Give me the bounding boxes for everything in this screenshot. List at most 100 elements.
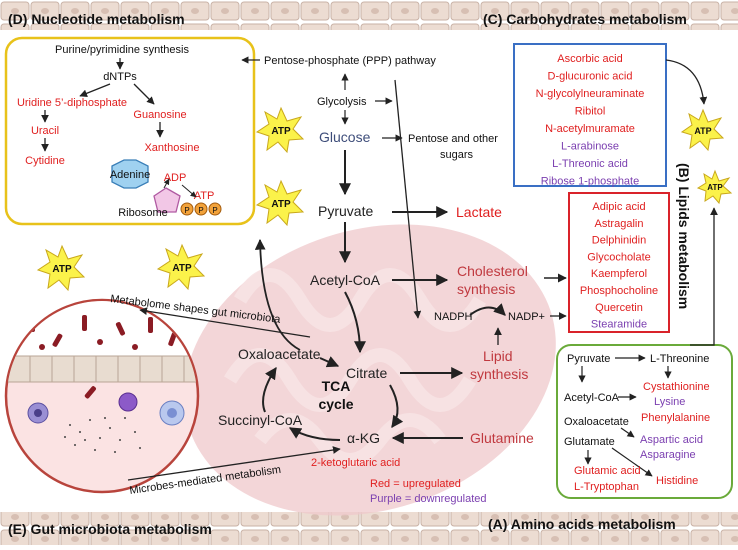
ribosome-label: Ribosome (118, 207, 168, 219)
phosphate-3-icon (208, 202, 222, 216)
panel-title-gut-microbiota: (E) Gut microbiota metabolism (8, 521, 212, 537)
lipids-item: Astragalin (595, 218, 644, 230)
glutamic-label: Glutamic acid (574, 465, 641, 477)
lipids-item: Adipic acid (592, 201, 645, 213)
top-cell-strip (0, 0, 738, 30)
ketoglutaric-label: 2-ketoglutaric acid (311, 457, 400, 469)
panel-title-carbohydrates: (C) Carbohydrates metabolism (483, 11, 687, 27)
lipids-item: Delphinidin (592, 235, 646, 247)
atp-star-3: ATP (36, 244, 86, 292)
amino-acids-panel-border (556, 344, 733, 499)
atp-star-1: ATP (255, 106, 305, 154)
lactate-label: Lactate (456, 204, 502, 220)
adenine-hexagon-icon (111, 159, 149, 189)
ppp-label: Pentose-phosphate (PPP) pathway (264, 55, 436, 67)
panel-title-lipids: (B) Lipids metabolism (676, 163, 692, 309)
oxaloacetate-label: Oxaloacetate (238, 346, 321, 362)
bottom-cell-strip (0, 512, 738, 545)
mitochondrion-shape (184, 224, 556, 516)
amino-pyruvate-label: Pyruvate (567, 353, 610, 365)
atp-star-2: ATP (255, 179, 305, 227)
uridine-label: Uridine 5’-diphosphate (17, 97, 127, 109)
amino-oxaloacetate-label: Oxaloacetate (564, 416, 629, 428)
dntps-label: dNTPs (103, 71, 137, 83)
lipid-line2: synthesis (470, 366, 528, 382)
atp-star-4: ATP (156, 243, 206, 291)
legend-purple: Purple = downregulated (370, 493, 487, 505)
atp-star-6: ATP (696, 169, 733, 205)
amino-glutamate-label: Glutamate (564, 436, 615, 448)
amino-acetyl-label: Acetyl-CoA (564, 392, 620, 404)
gut-microbiota-illustration (4, 298, 200, 494)
glutamine-label: Glutamine (470, 430, 534, 446)
cystathionine-label: Cystathionine (643, 381, 710, 393)
lipids-list: Adipic acidAstragalinDelphinidinGlycocho… (580, 201, 658, 331)
carbs-item: L-arabinose (561, 141, 619, 153)
akg-label: α-KG (347, 430, 380, 446)
asparagine-label: Asparagine (640, 449, 696, 461)
tca-line2: cycle (318, 396, 353, 412)
lipids-panel: Adipic acidAstragalinDelphinidinGlycocho… (568, 192, 670, 333)
panel-title-amino-acids: (A) Amino acids metabolism (488, 516, 676, 532)
nadp-label: NADP+ (508, 311, 545, 323)
lipids-item: Quercetin (595, 302, 643, 314)
carbs-item: Ribose 1-phosphate (541, 176, 639, 188)
tryptophan-label: L-Tryptophan (574, 481, 639, 493)
carbs-item: N-acetylmuramate (545, 123, 635, 135)
cytidine-label: Cytidine (25, 155, 65, 167)
guanosine-label: Guanosine (133, 109, 186, 121)
lipids-item: Stearamide (591, 319, 647, 331)
svg-text:ATP: ATP (707, 183, 723, 192)
immune-cells (27, 392, 185, 426)
svg-text:ATP: ATP (271, 126, 291, 137)
bacteria-icons (30, 315, 177, 399)
phenylalanine-label: Phenylalanine (641, 412, 710, 424)
lipids-item: Glycocholate (587, 251, 651, 263)
purine-label: Purine/pyrimidine synthesis (55, 44, 189, 56)
tca-line1: TCA (322, 378, 351, 394)
carbs-item: N-glycolylneuraminate (536, 88, 645, 100)
lysine-label: Lysine (654, 396, 685, 408)
pentose-line2: sugars (440, 149, 474, 161)
lipids-item: Phosphocholine (580, 285, 658, 297)
lipids-item: Kaempferol (591, 268, 647, 280)
carbs-item: L-Threonic acid (552, 158, 628, 170)
lipids-panel-border (568, 192, 670, 333)
svg-text:ATP: ATP (694, 126, 711, 136)
atp-star-5: ATP (680, 108, 725, 152)
amino-threonine-label: L-Threonine (650, 353, 709, 365)
pyruvate-label: Pyruvate (318, 203, 373, 219)
phosphate-1-icon (180, 202, 194, 216)
adenine-label: Adenine (110, 169, 150, 181)
phosphate-1-label: P (184, 206, 189, 215)
cholesterol-line2: synthesis (457, 281, 515, 297)
nucleotide-panel: Purine/pyrimidine synthesis dNTPs Uridin… (4, 36, 256, 226)
panel-title-nucleotide: (D) Nucleotide metabolism (8, 11, 185, 27)
glucose-label: Glucose (319, 129, 371, 145)
nucleotide-panel-border (4, 36, 256, 226)
atp-stars: ATP ATP ATP ATP ATP ATP (36, 106, 733, 292)
ribose-pentagon-icon (153, 187, 181, 213)
phosphate-2-icon (194, 202, 208, 216)
lipid-line1: Lipid (483, 348, 513, 364)
svg-text:ATP: ATP (52, 264, 72, 275)
carbohydrates-panel-border (513, 43, 667, 187)
svg-text:ATP: ATP (172, 263, 192, 274)
xanthosine-label: Xanthosine (144, 142, 199, 154)
amino-acids-panel: Pyruvate L-Threonine Cystathionine Acety… (556, 344, 733, 499)
nadph-label: NADPH (434, 311, 473, 323)
phosphate-2-label: P (198, 206, 203, 215)
carbs-item: Ascorbic acid (557, 53, 622, 65)
legend-red: Red = upregulated (370, 478, 461, 490)
adp-label: ADP (164, 172, 187, 184)
histidine-label: Histidine (656, 475, 698, 487)
svg-text:ATP: ATP (271, 199, 291, 210)
carbs-item: Ribitol (575, 106, 606, 118)
metabolite-dots (64, 417, 141, 453)
glycolysis-label: Glycolysis (317, 96, 367, 108)
uracil-label: Uracil (31, 125, 59, 137)
cholesterol-line1: Cholesterol (457, 263, 528, 279)
